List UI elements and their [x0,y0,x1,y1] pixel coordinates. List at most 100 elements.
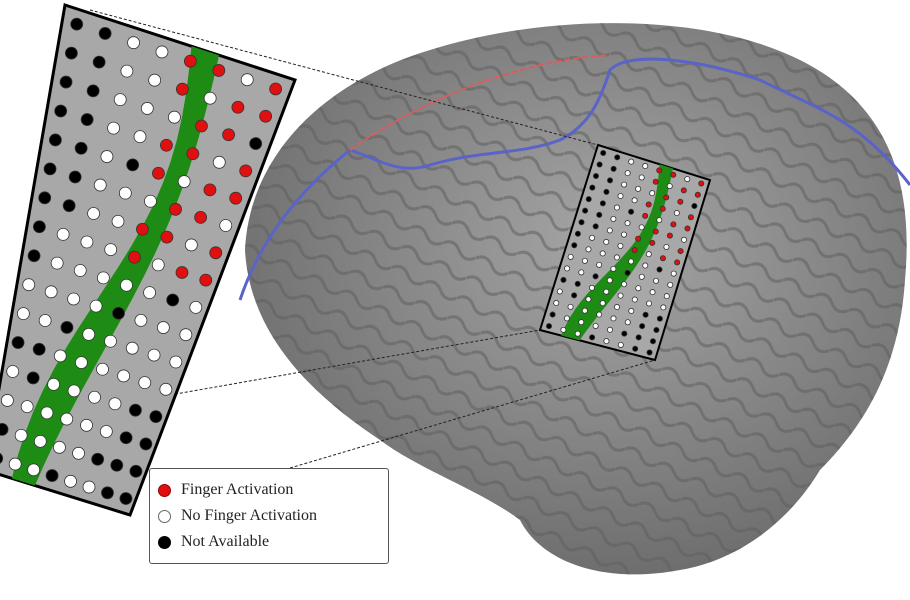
electrode-not-available [592,273,599,280]
electrode-not-available [98,27,112,40]
electrode-no-activation [610,315,617,322]
electrode-not-available [129,403,142,417]
electrode-no-activation [148,73,162,87]
electrode-no-activation [635,285,642,292]
electrode-no-activation [82,327,96,341]
electrode-no-activation [88,390,101,404]
electrode-not-available [574,230,581,237]
electrode-no-activation [596,261,603,268]
electrode-no-activation [653,277,660,284]
electrode-not-available [582,207,589,214]
electrode-not-available [74,141,88,155]
electrode-no-activation [628,158,635,165]
electrode-not-available [628,208,635,215]
electrode-finger-activation [674,259,681,266]
electrode-finger-activation [136,222,149,236]
electrode-finger-activation [645,201,652,208]
electrode-finger-activation [670,221,677,228]
electrode-not-available [62,199,76,213]
electrode-finger-activation [203,183,217,197]
electrode-no-activation [621,181,628,188]
electrode-no-activation [50,256,64,270]
electrode-not-available [589,184,596,191]
large-electrode-grid [0,3,297,517]
electrode-no-activation [603,238,610,245]
electrode-no-activation [567,253,574,260]
electrode-no-activation [631,197,638,204]
electrode-no-activation [117,369,131,383]
electrode-not-available [26,371,40,385]
electrode-no-activation [47,377,61,391]
white-dot-icon [158,509,171,523]
electrode-not-available [112,306,125,320]
electrode-finger-activation [152,166,165,180]
electrode-no-activation [16,307,30,321]
electrode-not-available [592,223,599,230]
black-dot-icon [158,535,171,549]
electrode-no-activation [53,349,67,363]
electrode-not-available [574,280,581,287]
electrode-not-available [110,458,124,472]
electrode-not-available [585,196,592,203]
electrode-finger-activation [687,214,694,221]
zoom-lines [89,9,656,469]
electrode-no-activation [599,250,606,257]
electrode-no-activation [635,185,642,192]
electrode-no-activation [603,288,610,295]
electrode-no-activation [155,45,169,59]
electrode-not-available [64,46,78,60]
electrode-not-available [549,311,556,318]
electrode-no-activation [663,243,670,250]
electrode-not-available [621,330,628,337]
electrode-finger-activation [659,205,666,212]
electrode-no-activation [127,36,140,50]
electrode-not-available [70,17,84,31]
electrode-no-activation [581,257,588,264]
electrode-not-available [653,326,660,333]
electrode-not-available [139,437,153,451]
electrode-no-activation [38,314,52,327]
electrode-no-activation [120,64,134,78]
electrode-not-available [249,137,263,150]
electrode-not-available [59,75,73,89]
electrode-no-activation [87,207,100,220]
legend-item-no-finger-activation: No Finger Activation [158,503,380,529]
electrode-finger-activation [222,128,235,142]
electrode-no-activation [0,394,14,407]
electrode-not-available [578,219,585,226]
electrode-not-available [649,338,656,345]
electrode-finger-activation [635,235,642,242]
electrode-not-available [0,422,9,436]
electrode-not-available [0,452,4,464]
electrode-no-activation [113,93,127,107]
electrode-finger-activation [680,187,687,194]
electrode-finger-activation [631,247,638,254]
electrode-no-activation [40,406,54,420]
electrode-not-available [614,154,621,161]
electrode-not-available [11,336,25,349]
electrode-not-available [92,55,106,69]
electrode-finger-activation [212,64,226,77]
electrode-no-activation [212,155,226,169]
electrode-no-activation [610,265,617,272]
electrode-no-activation [64,474,77,488]
electrode-not-available [603,188,610,195]
electrode-no-activation [649,190,656,197]
electrode-finger-activation [160,230,174,244]
electrode-no-activation [642,262,649,269]
electrode-finger-activation [160,138,173,152]
electrode-no-activation [56,227,70,241]
electrode-no-activation [613,254,620,261]
electrode-no-activation [67,384,81,398]
electrode-not-available [632,345,639,352]
electrode-no-activation [107,121,120,135]
electrode-no-activation [184,238,198,252]
electrode-finger-activation [195,119,208,133]
electrode-finger-activation [677,198,684,205]
electrode-no-activation [159,382,173,396]
electrode-not-available [639,323,646,330]
electrode-no-activation [606,326,613,333]
electrode-not-available [91,452,105,466]
electrode-no-activation [663,293,670,300]
electrode-not-available [599,200,606,207]
